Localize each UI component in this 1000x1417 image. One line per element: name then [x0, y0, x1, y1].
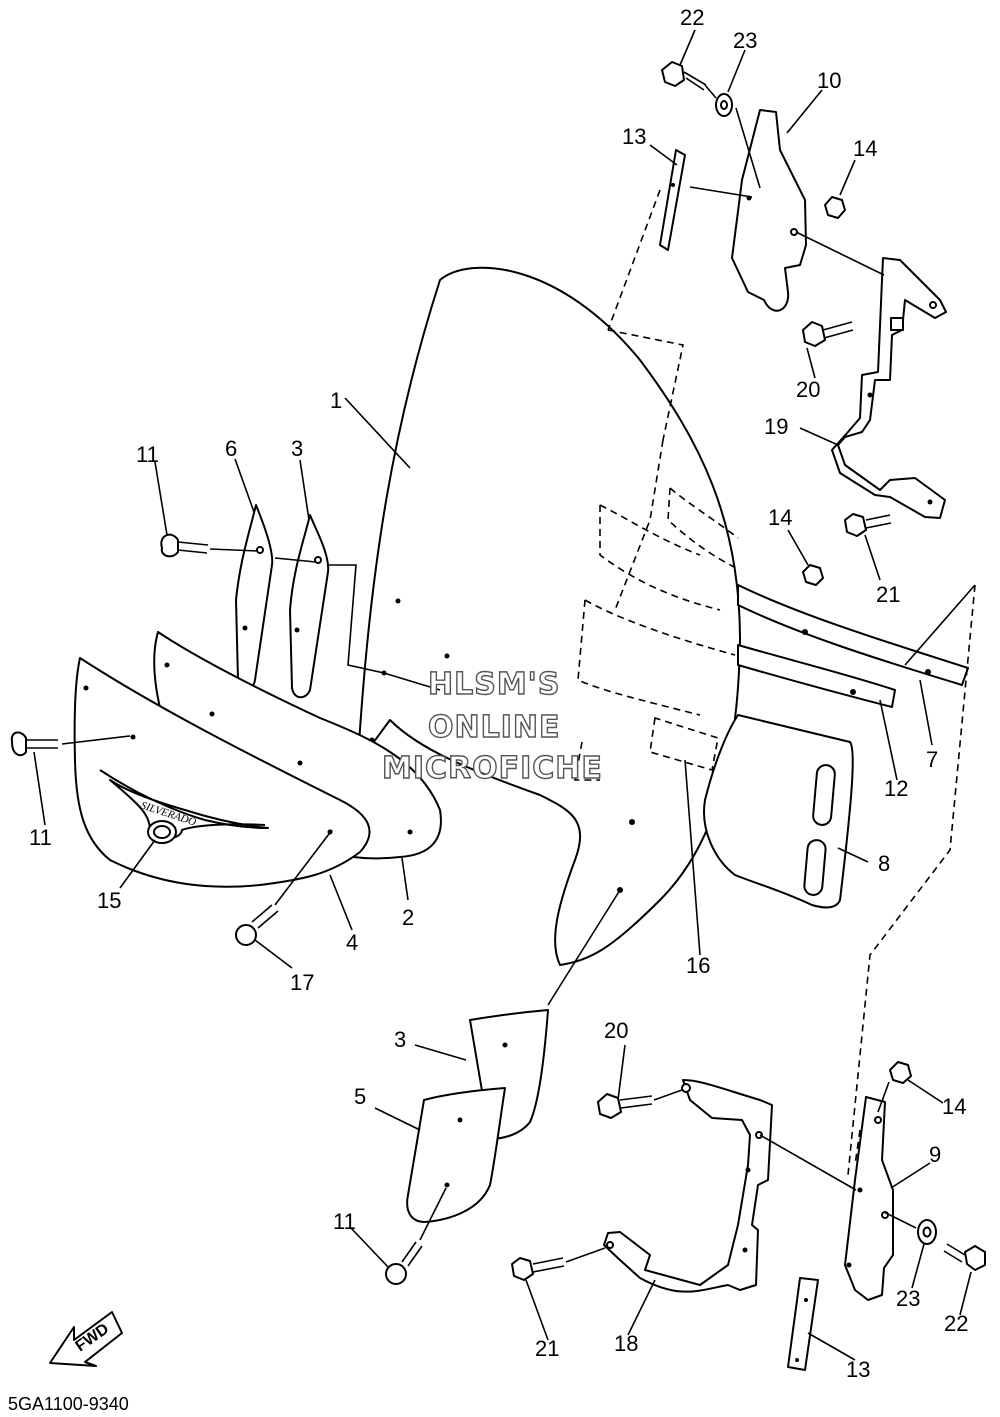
bracket-part-9: [844, 1096, 894, 1301]
callout-1: 1: [330, 388, 342, 413]
callout-10: 10: [817, 68, 841, 93]
callout-15: 15: [97, 888, 121, 913]
bracket-part-10: [731, 109, 807, 312]
nut-part-14-top: [824, 196, 846, 219]
bracket-part-18: [603, 1079, 773, 1293]
callout-23-top: 23: [733, 28, 757, 53]
bolt-part-22-lower: [943, 1243, 986, 1271]
callout-14-mid: 14: [768, 505, 792, 530]
screw-part-17: [235, 904, 279, 946]
bracket-part-19: [831, 257, 947, 519]
washer-part-23-lower: [917, 1219, 937, 1245]
screw-part-11-mid: [10, 731, 58, 757]
callout-20-lower: 20: [604, 1018, 628, 1043]
leader-lines: [33, 29, 972, 1361]
watermark-line-2: ONLINE: [428, 710, 561, 745]
callout-18: 18: [614, 1331, 638, 1356]
nut-part-14-mid: [802, 564, 824, 586]
windshield-part-1: [357, 266, 741, 966]
callout-11-upper: 11: [136, 442, 159, 467]
callout-16: 16: [686, 953, 710, 978]
callout-2: 2: [402, 905, 414, 930]
callout-9: 9: [929, 1142, 941, 1167]
callout-7: 7: [926, 747, 938, 772]
bolt-part-20-lower: [597, 1093, 653, 1119]
bolt-part-22-top: [661, 61, 707, 91]
bolt-part-21-lower: [511, 1257, 565, 1281]
callout-17: 17: [290, 970, 314, 995]
callout-11-lower: 11: [333, 1209, 356, 1234]
callout-22-top: 22: [680, 5, 704, 30]
callout-6: 6: [225, 436, 237, 461]
callout-21-lower: 21: [535, 1336, 559, 1361]
watermark-line-3: MICROFICHE: [382, 751, 603, 786]
watermark-line-1: HLSM'S: [428, 667, 560, 702]
callout-13-top: 13: [622, 124, 646, 149]
trim-part-5: [406, 1087, 506, 1223]
screw-part-11-upper: [160, 533, 209, 558]
callout-22-lower: 22: [944, 1311, 968, 1336]
callout-20-top: 20: [796, 377, 820, 402]
callout-11-mid: 11: [29, 825, 52, 850]
callout-8: 8: [878, 851, 890, 876]
callout-13-lower: 13: [846, 1357, 870, 1382]
callout-14-lower: 14: [942, 1094, 966, 1119]
bolt-part-21-top: [844, 513, 892, 537]
washer-part-23-top: [715, 93, 733, 117]
trim-part-6: [235, 504, 274, 692]
callout-3-upper: 3: [291, 436, 303, 461]
bolt-part-20-top: [802, 321, 854, 347]
strip-part-7: [737, 584, 969, 686]
trim-part-3-upper: [289, 514, 330, 699]
callout-21-top: 21: [876, 582, 900, 607]
callout-12: 12: [884, 776, 908, 801]
screw-part-11-lower: [385, 1241, 423, 1285]
strip-part-13-lower: [787, 1277, 819, 1371]
callout-19: 19: [764, 414, 788, 439]
nut-part-14-lower: [889, 1061, 912, 1084]
diagram-code: 5GA1100-9340: [8, 1394, 129, 1414]
callout-3-lower: 3: [394, 1027, 406, 1052]
callout-14-top: 14: [853, 136, 877, 161]
emblem-part-15: [99, 769, 269, 840]
callout-23-lower: 23: [896, 1286, 920, 1311]
strip-part-13-top: [659, 149, 686, 251]
callout-5: 5: [354, 1084, 366, 1109]
callout-4: 4: [346, 930, 358, 955]
forward-direction-arrow: FWD: [49, 1311, 123, 1367]
